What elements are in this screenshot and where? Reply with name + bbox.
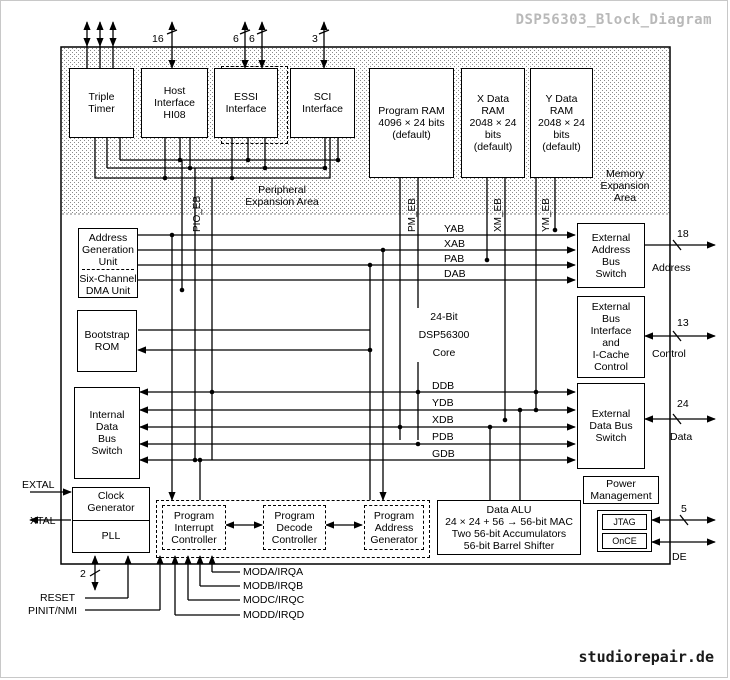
pin-count-reset: 2	[80, 568, 86, 580]
pin-count-address: 18	[677, 228, 689, 240]
external-address-bus-switch-block: External Address Bus Switch	[577, 223, 645, 288]
external-data-bus-switch-block: External Data Bus Switch	[577, 383, 645, 469]
clock-pll-container: Clock Generator PLL	[72, 487, 150, 553]
pinit-label: PINIT/NMI	[28, 605, 77, 617]
dma-unit-label: Six-Channel DMA Unit	[79, 273, 137, 297]
bus-label-pab: PAB	[444, 253, 465, 265]
modd-label: MODD/IRQD	[243, 609, 305, 621]
once-block: OnCE	[602, 533, 647, 549]
jtag-once-container: JTAG OnCE	[597, 510, 652, 552]
program-decode-controller-block: Program Decode Controller	[263, 505, 326, 550]
essi-interface-block: ESSI Interface	[214, 68, 278, 138]
bus-label-ydb: YDB	[432, 397, 454, 409]
memory-expansion-label: Memory Expansion Area	[600, 168, 650, 204]
xtal-label: XTAL	[30, 515, 56, 527]
external-bus-interface-block: External Bus Interface and I-Cache Contr…	[577, 296, 645, 378]
program-interrupt-controller-block: Program Interrupt Controller	[162, 505, 226, 550]
bus-label-xab: XAB	[444, 238, 466, 250]
power-management-block: Power Management	[583, 476, 659, 504]
pin-count-control: 13	[677, 317, 689, 329]
reset-label: RESET	[40, 592, 76, 604]
clock-generator-label: Clock Generator	[87, 490, 135, 514]
data-alu-block: Data ALU 24 × 24 + 56 → 56-bit MAC Two 5…	[437, 500, 581, 555]
x-data-ram-block: X Data RAM 2048 × 24 bits (default)	[461, 68, 525, 178]
program-ram-block: Program RAM 4096 × 24 bits (default)	[369, 68, 454, 178]
program-control-group	[156, 500, 430, 558]
control-label: Control	[652, 348, 686, 360]
clock-pll-divider	[73, 520, 149, 521]
agu-dma-divider	[82, 269, 134, 270]
pio-eb-label: PIO_EB	[192, 195, 203, 232]
modb-label: MODB/IRQB	[243, 580, 304, 592]
bus-label-ddb: DDB	[432, 380, 455, 392]
pin-count-jtag: 5	[681, 503, 687, 515]
pll-label: PLL	[101, 530, 121, 542]
bus-label-xdb: XDB	[432, 414, 454, 426]
ym-eb-label: YM_EB	[541, 198, 552, 232]
bus-label-dab: DAB	[444, 268, 466, 280]
address-generation-unit-label: Address Generation Unit	[82, 232, 134, 268]
sci-interface-block: SCI Interface	[290, 68, 355, 138]
bus-label-gdb: GDB	[432, 448, 455, 460]
data-label: Data	[670, 431, 693, 443]
pin-count-essi-b: 6	[249, 33, 255, 45]
bus-label-pdb: PDB	[432, 431, 454, 443]
diagram-title: DSP56303_Block_Diagram	[515, 12, 712, 28]
extal-label: EXTAL	[22, 479, 55, 491]
host-interface-block: Host Interface HI08	[141, 68, 208, 138]
bus-label-yab: YAB	[444, 223, 465, 235]
pin-count-data: 24	[677, 398, 689, 410]
jtag-block: JTAG	[602, 514, 647, 530]
pin-count-host: 16	[152, 33, 164, 45]
core-label: 24-Bit DSP56300 Core	[404, 308, 484, 362]
triple-timer-block: Triple Timer	[69, 68, 134, 138]
pin-count-sci: 3	[312, 33, 318, 45]
xm-eb-label: XM_EB	[493, 198, 504, 232]
pm-eb-label: PM_EB	[407, 198, 418, 232]
y-data-ram-block: Y Data RAM 2048 × 24 bits (default)	[530, 68, 593, 178]
internal-data-bus-switch-block: Internal Data Bus Switch	[74, 387, 140, 479]
watermark: studiorepair.de	[578, 648, 714, 666]
pin-count-essi-a: 6	[233, 33, 239, 45]
peripheral-expansion-label: Peripheral Expansion Area	[245, 184, 319, 208]
moda-label: MODA/IRQA	[243, 566, 304, 578]
de-label: DE	[672, 551, 687, 563]
address-label: Address	[652, 262, 691, 274]
program-address-generator-block: Program Address Generator	[364, 505, 424, 550]
modc-label: MODC/IRQC	[243, 594, 305, 606]
bootstrap-rom-block: Bootstrap ROM	[77, 310, 137, 372]
agu-dma-container: Address Generation Unit Six-Channel DMA …	[78, 228, 138, 298]
